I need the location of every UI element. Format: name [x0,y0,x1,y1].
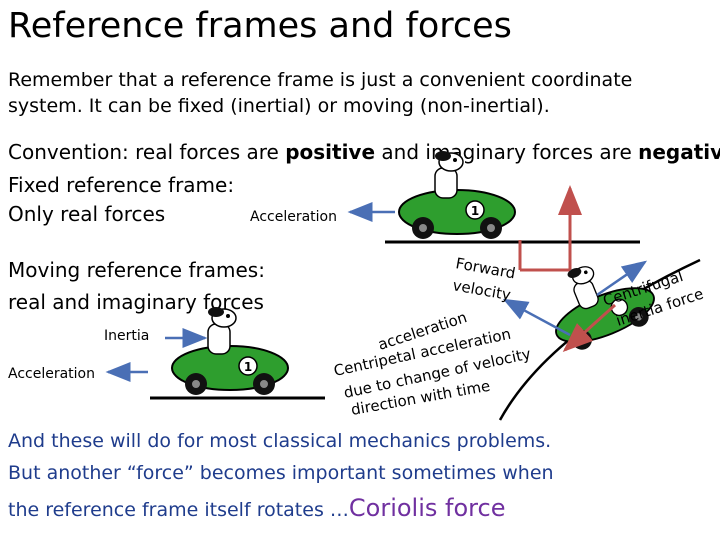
forward-velocity-arrow [502,298,571,337]
centrifugal-arrow [596,260,648,297]
bottom-line-1: And these will do for most classical mec… [8,430,552,452]
negative-word: negative [638,140,720,164]
bottom-line-2: But another “force” becomes important so… [8,462,554,484]
page-title: Reference frames and forces [8,6,512,46]
car-moving: 1 [150,306,325,400]
convention-prefix: Convention: real forces are [8,140,286,164]
convention-middle: and imaginary forces are [375,140,639,164]
positive-word: positive [285,140,376,164]
acceleration-label-left: Acceleration [8,366,95,382]
inertia-label: Inertia [104,328,150,344]
convention-text: Convention: real forces are positive and… [8,140,720,164]
coriolis-force-label: Coriolis force [348,494,506,522]
bottom-line-3-text: the reference frame itself rotates … [8,499,349,521]
only-real-forces-label: Only real forces [8,202,166,226]
car-fixed: 1 [385,150,640,244]
moving-frames-label: Moving reference frames: [8,258,265,282]
fixed-frame-label: Fixed reference frame: [8,173,235,197]
bottom-line-3: the reference frame itself rotates …Cori… [8,494,505,522]
car-number-1: 1 [471,204,479,218]
car-turning [535,243,664,358]
centripetal-arrow [562,303,617,353]
intro-text: Remember that a reference frame is just … [8,69,633,117]
acceleration-label-top: Acceleration [250,209,337,225]
car-number-2: 1 [244,360,252,374]
